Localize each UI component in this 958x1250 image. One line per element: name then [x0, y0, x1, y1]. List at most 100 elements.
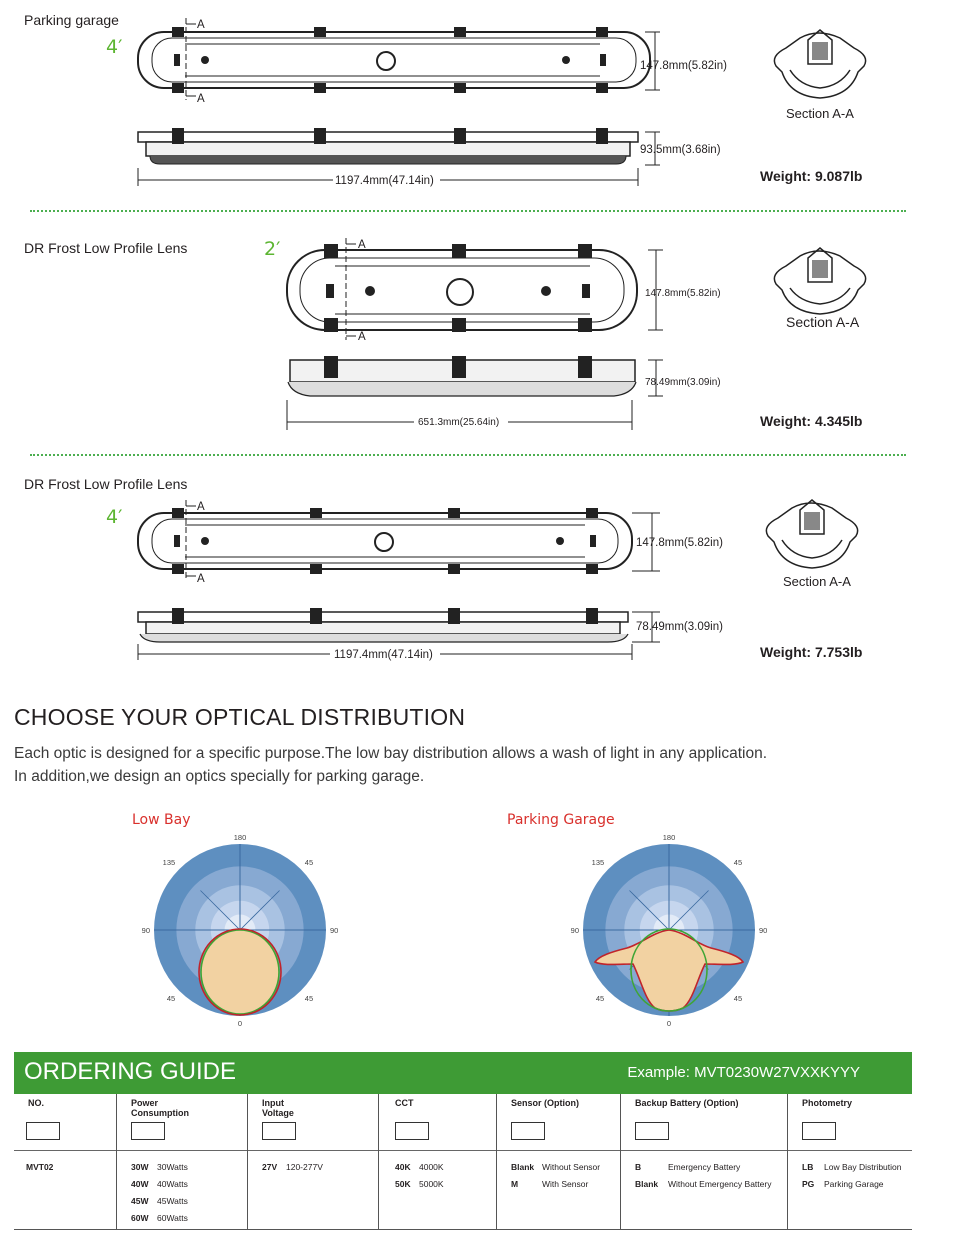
entry-desc: 30Watts: [157, 1162, 188, 1172]
fixture-side-view: [287, 356, 637, 397]
entry-code: 30W: [131, 1162, 149, 1172]
section-marker-bottom: A: [197, 93, 205, 105]
section-aa-label: Section A-A: [786, 106, 854, 121]
section-marker-top: A: [197, 19, 205, 31]
fixture-top-view: A A 147.8mm(5.82in) 93.5mm(3.68in) 1197.…: [137, 18, 867, 187]
entry-desc: 40Watts: [157, 1179, 188, 1189]
polar-tick-label: 135: [163, 858, 176, 867]
height-dimension: 147.8mm(5.82in): [636, 537, 723, 549]
col-head: Input Voltage: [262, 1098, 294, 1118]
length-dimension: 651.3mm(25.64in): [418, 417, 499, 428]
entry: 60W 60Watts: [131, 1210, 188, 1227]
polar-tick-label: 45: [305, 858, 313, 867]
entry-desc: 45Watts: [157, 1196, 188, 1206]
entry: 40W 40Watts: [131, 1176, 188, 1193]
size-tag: 2′: [264, 238, 281, 260]
entry-code: Blank: [511, 1162, 535, 1172]
distribution-curve-green: [200, 929, 280, 1015]
entry-code: 60W: [131, 1213, 149, 1223]
entry-desc: 120-277V: [286, 1162, 323, 1172]
code-input-box[interactable]: [395, 1122, 429, 1140]
row-rule: [621, 1150, 787, 1151]
col-head: Photometry: [802, 1098, 853, 1108]
polar-tick-label: 90: [759, 926, 767, 935]
fixture-section-2: DR Frost Low Profile Lens 2′ A A 147.8mm…: [0, 214, 958, 454]
optics-desc-line-2: In addition,we design an optics speciall…: [14, 768, 425, 785]
entry-desc: Emergency Battery: [668, 1162, 741, 1172]
polar-tick-label: 45: [167, 994, 175, 1003]
code-input-box[interactable]: [511, 1122, 545, 1140]
depth-dimension: 93.5mm(3.68in): [640, 144, 721, 156]
row-rule: [379, 1150, 496, 1151]
entry-code: 40K: [395, 1162, 411, 1172]
col-entries: MVT02: [26, 1159, 53, 1176]
section-title: DR Frost Low Profile Lens: [24, 476, 188, 492]
entry-code: 40W: [131, 1179, 149, 1189]
depth-dimension: 78.49mm(3.09in): [645, 377, 721, 388]
code-input-box[interactable]: [26, 1122, 60, 1140]
row-rule: [14, 1150, 116, 1151]
fixture-side-view: [137, 128, 639, 165]
cross-section-drawing: [765, 499, 859, 569]
fixture-section-3: DR Frost Low Profile Lens 4′ A A 147.8mm…: [0, 458, 958, 678]
polar-tick-label: 45: [305, 994, 313, 1003]
height-dimension: 147.8mm(5.82in): [645, 288, 721, 299]
polar-chart-label-parking-garage: Parking Garage: [507, 812, 615, 828]
size-tag: 4′: [106, 506, 123, 528]
entry: 30W 30Watts: [131, 1159, 188, 1176]
entry: Blank Without Emergency Battery: [635, 1176, 771, 1193]
ordering-col-no: NO. MVT02: [14, 1094, 117, 1230]
distribution-curve-green: [630, 928, 708, 1012]
col-head: Sensor (Option): [511, 1098, 579, 1108]
entry-desc: Without Sensor: [542, 1162, 601, 1172]
weight-label: Weight: 9.087lb: [760, 168, 863, 184]
row-rule: [117, 1150, 247, 1151]
section-aa-label: Section A-A: [783, 574, 851, 589]
section-title: DR Frost Low Profile Lens: [24, 240, 188, 256]
entry-desc: Without Emergency Battery: [668, 1179, 772, 1189]
entry-code: MVT02: [26, 1162, 54, 1172]
code-input-box[interactable]: [262, 1122, 296, 1140]
col-head: NO.: [28, 1098, 45, 1108]
polar-tick-label: 180: [663, 833, 676, 842]
fixture-section-1: Parking garage 4′ A A 147.8mm(5.82in): [0, 0, 958, 210]
entry-desc: 5000K: [419, 1179, 444, 1189]
polar-tick-label: 180: [234, 833, 247, 842]
entry-code: PG: [802, 1179, 815, 1189]
code-input-box[interactable]: [131, 1122, 165, 1140]
length-dimension: 1197.4mm(47.14in): [334, 649, 433, 661]
weight-label: Weight: 7.753lb: [760, 644, 863, 660]
section-divider: [30, 454, 906, 456]
entry-desc: 60Watts: [157, 1213, 188, 1223]
entry: Blank Without Sensor: [511, 1159, 600, 1176]
polar-tick-label: 45: [734, 994, 742, 1003]
code-input-box[interactable]: [802, 1122, 836, 1140]
ordering-example: Example: MVT0230W27VXXKYYY: [627, 1064, 860, 1081]
entry-code: Blank: [635, 1179, 659, 1189]
section-title: Parking garage: [24, 12, 119, 28]
polar-tick-label: 0: [238, 1019, 242, 1028]
section-marker-bottom: A: [197, 573, 205, 585]
code-input-box[interactable]: [635, 1122, 669, 1140]
row-rule: [248, 1150, 378, 1151]
size-tag: 4′: [106, 36, 123, 58]
entry-desc: 4000K: [419, 1162, 444, 1172]
entry: MVT02: [26, 1159, 53, 1176]
row-rule: [788, 1150, 912, 1151]
entry-desc: Low Bay Distribution: [824, 1162, 902, 1172]
